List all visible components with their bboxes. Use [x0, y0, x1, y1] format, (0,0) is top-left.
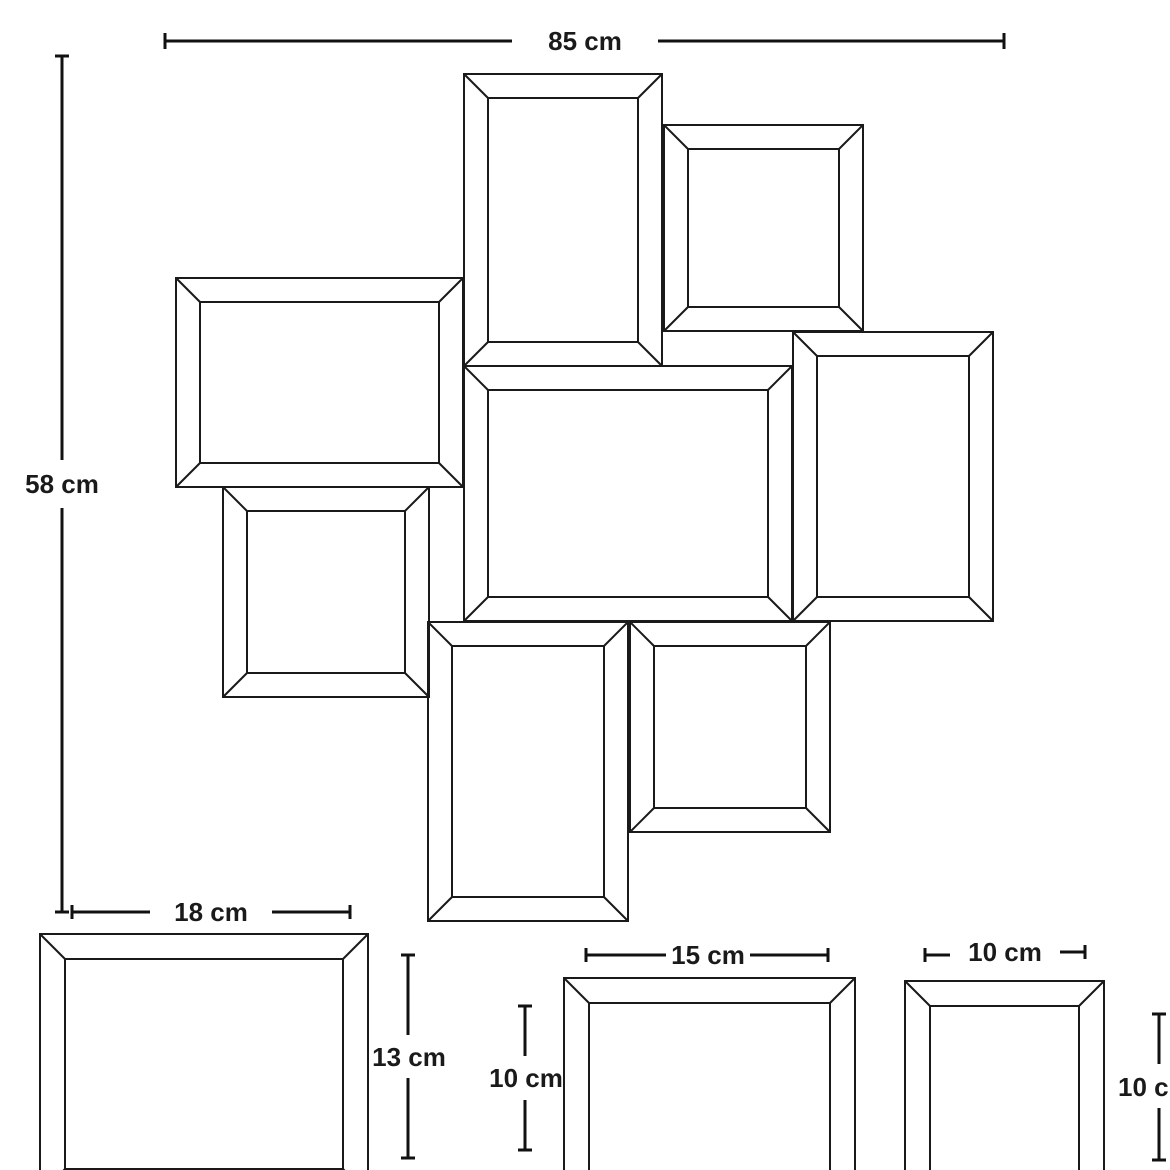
- frame-miter-line: [438, 277, 464, 303]
- small-height-label: 10 cm: [1118, 1072, 1170, 1102]
- picture-frame: [427, 621, 629, 922]
- frame-outer-edge: [563, 977, 856, 1170]
- frame-outer-edge: [663, 124, 864, 332]
- small-width-dimension: [923, 945, 1087, 962]
- frame-miter-line: [838, 124, 864, 150]
- frame-inner-edge: [653, 645, 807, 809]
- picture-frame: [175, 277, 464, 488]
- frame-miter-line: [404, 672, 430, 698]
- picture-frame: [39, 933, 369, 1170]
- frame-miter-line: [767, 596, 793, 622]
- medium-height-dimension: [518, 1004, 532, 1152]
- frame-miter-line: [175, 277, 201, 303]
- small-width-label: 10 cm: [968, 937, 1042, 967]
- frame-miter-line: [1078, 980, 1105, 1007]
- large-height-dimension: [401, 953, 415, 1160]
- frame-miter-line: [175, 462, 201, 488]
- frame-miter-line: [792, 331, 818, 357]
- frame-miter-line: [663, 124, 689, 150]
- small-height-dimension: [1152, 1012, 1166, 1162]
- frame-outer-edge: [904, 980, 1105, 1170]
- frame-miter-line: [904, 980, 931, 1007]
- frame-inner-edge: [588, 1002, 831, 1170]
- frame-miter-line: [629, 807, 655, 833]
- overall-width-label: 85 cm: [548, 26, 622, 56]
- frame-miter-line: [968, 331, 994, 357]
- large-height-label: 13 cm: [372, 1042, 446, 1072]
- frame-miter-line: [637, 341, 663, 367]
- frame-inner-edge: [687, 148, 840, 308]
- frame-outer-edge: [427, 621, 629, 922]
- frame-miter-line: [629, 621, 655, 647]
- frame-miter-line: [463, 341, 489, 367]
- picture-frame: [463, 73, 663, 367]
- frame-miter-line: [427, 621, 453, 647]
- frame-miter-line: [829, 977, 856, 1004]
- frame-miter-line: [767, 365, 793, 391]
- frame-outer-edge: [463, 73, 663, 367]
- picture-frame: [222, 486, 430, 698]
- frame-miter-line: [838, 306, 864, 332]
- frame-miter-line: [427, 896, 453, 922]
- frame-inner-edge: [487, 97, 639, 343]
- frame-inner-edge: [929, 1005, 1080, 1170]
- frame-miter-line: [438, 462, 464, 488]
- frame-inner-edge: [451, 645, 605, 898]
- frame-outer-edge: [222, 486, 430, 698]
- overall-height-dimension: [55, 54, 69, 914]
- frame-inner-edge: [816, 355, 970, 598]
- frame-miter-line: [463, 73, 489, 99]
- large-width-label: 18 cm: [174, 897, 248, 927]
- frame-miter-line: [637, 73, 663, 99]
- frame-miter-line: [222, 672, 248, 698]
- picture-frame: [904, 980, 1105, 1170]
- frame-outer-edge: [175, 277, 464, 488]
- frame-miter-line: [463, 596, 489, 622]
- frame-inner-edge: [199, 301, 440, 464]
- frame-outer-edge: [463, 365, 793, 622]
- frame-miter-line: [603, 896, 629, 922]
- frame-miter-line: [342, 933, 369, 960]
- frame-miter-line: [663, 306, 689, 332]
- frame-miter-line: [603, 621, 629, 647]
- picture-frame: [792, 331, 994, 622]
- frame-miter-line: [792, 596, 818, 622]
- frame-outer-edge: [39, 933, 369, 1170]
- frame-miter-line: [968, 596, 994, 622]
- frame-miter-line: [805, 807, 831, 833]
- frame-miter-line: [404, 486, 430, 512]
- large-width-dimension: [70, 905, 352, 919]
- frame-outer-edge: [792, 331, 994, 622]
- picture-frames: [39, 73, 1105, 1170]
- medium-width-label: 15 cm: [671, 940, 745, 970]
- medium-height-label: 10 cm: [489, 1063, 563, 1093]
- picture-frame: [563, 977, 856, 1170]
- frame-inner-edge: [246, 510, 406, 674]
- frame-miter-line: [39, 933, 66, 960]
- frame-miter-line: [805, 621, 831, 647]
- frame-miter-line: [222, 486, 248, 512]
- frame-inner-edge: [487, 389, 769, 598]
- frame-miter-line: [463, 365, 489, 391]
- overall-width-dimension: [163, 33, 1006, 49]
- medium-width-dimension: [584, 948, 830, 962]
- frame-outer-edge: [629, 621, 831, 833]
- picture-frame: [629, 621, 831, 833]
- frame-miter-line: [563, 977, 590, 1004]
- frame-inner-edge: [64, 958, 344, 1170]
- picture-frame: [463, 365, 793, 622]
- picture-frame: [663, 124, 864, 332]
- overall-height-label: 58 cm: [25, 469, 99, 499]
